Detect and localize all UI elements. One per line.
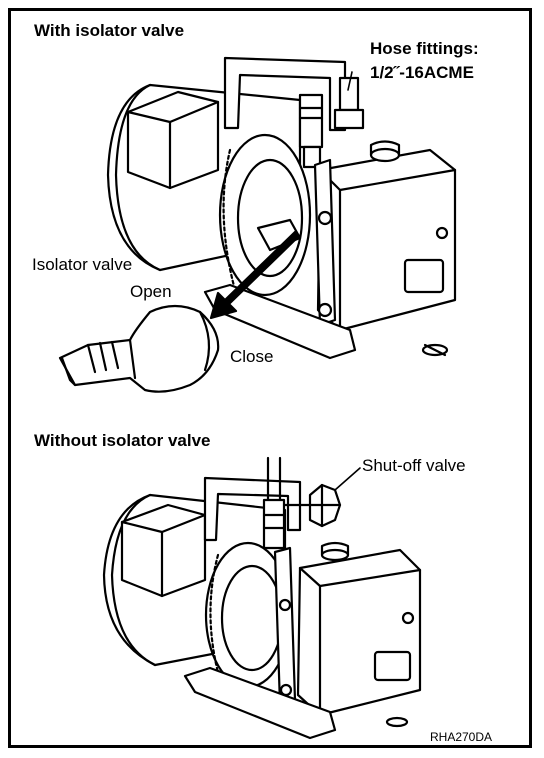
- top-section-heading: With isolator valve: [34, 21, 185, 40]
- figure-code: RHA270DA: [430, 730, 493, 744]
- top-vacuum-pump: [58, 56, 457, 393]
- close-label: Close: [230, 347, 274, 366]
- bottom-vacuum-pump: [102, 456, 422, 740]
- hose-leader-line: [347, 71, 353, 91]
- hose-fittings-label: Hose fittings:: [370, 39, 479, 58]
- shutoff-leader-line: [334, 467, 361, 491]
- open-label: Open: [130, 282, 172, 301]
- figure-frame: [8, 8, 532, 748]
- shutoff-valve-label: Shut-off valve: [362, 456, 466, 475]
- bottom-section-heading: Without isolator valve: [34, 431, 211, 450]
- hose-fittings-spec: 1/2˝-16ACME: [370, 63, 474, 82]
- isolator-valve-label: Isolator valve: [32, 255, 133, 274]
